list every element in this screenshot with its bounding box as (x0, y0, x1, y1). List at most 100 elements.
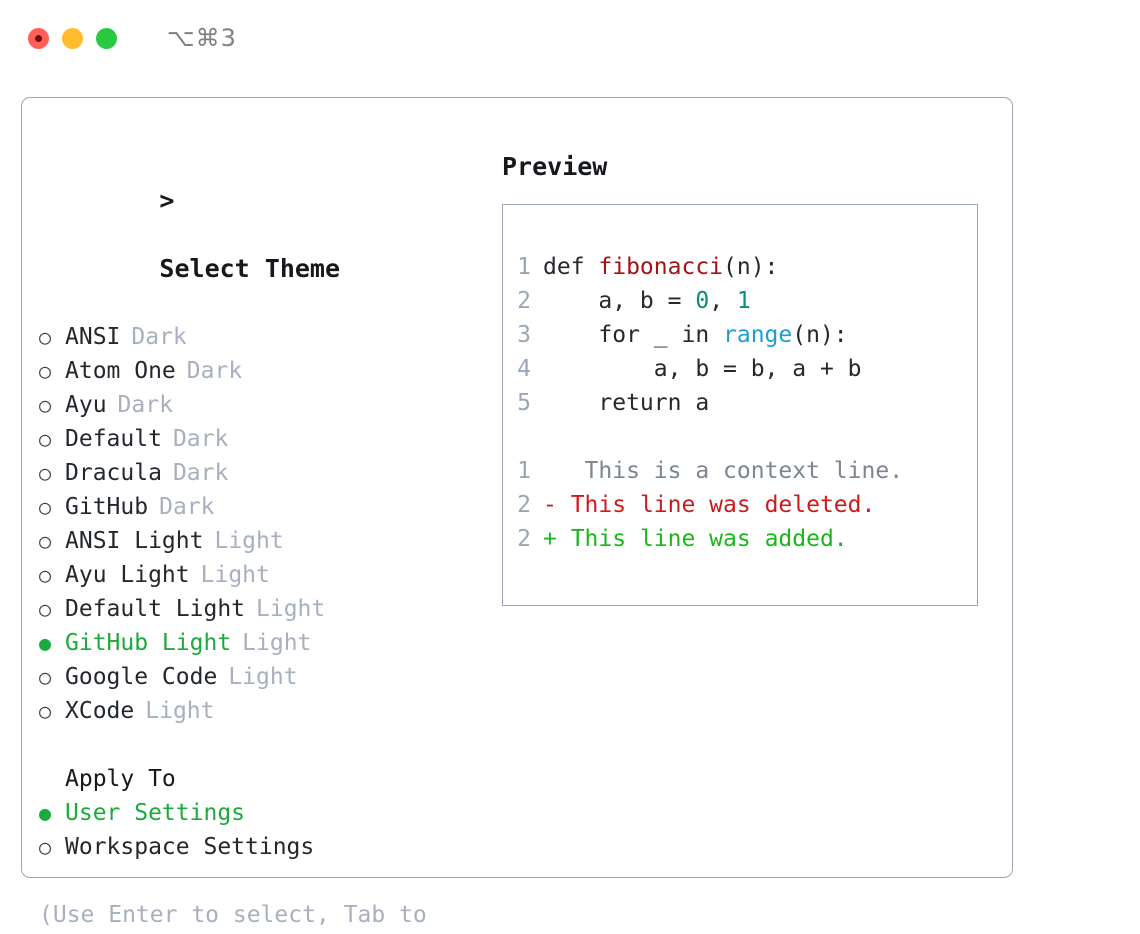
theme-category-badge: Dark (131, 324, 187, 350)
apply-to-option-0[interactable]: ● User Settings (39, 796, 479, 830)
code-line-number: 3 (517, 322, 531, 348)
diff-line-number: 2 (517, 492, 531, 518)
apply-to-option-label: Workspace Settings (65, 834, 315, 860)
theme-option-label: GitHub (65, 494, 149, 520)
code-line: 3 for _ in range(n): (503, 318, 977, 352)
keyboard-shortcut-label: ⌥⌘3 (167, 24, 237, 52)
code-token: def (543, 254, 599, 280)
theme-category-badge: Light (242, 630, 312, 656)
radio-unselected-icon: ○ (39, 529, 52, 553)
preview-heading: Preview (502, 152, 608, 181)
theme-option-6[interactable]: ○ ANSI Light Light (39, 524, 479, 558)
code-line-number: 5 (517, 390, 531, 416)
code-line: 5 return a (503, 386, 977, 420)
diff-sign (543, 454, 557, 488)
diff-line-text: This line was deleted. (556, 492, 876, 518)
theme-category-badge: Light (200, 562, 270, 588)
theme-option-label: Default Light (65, 596, 246, 622)
theme-option-label: ANSI (65, 324, 121, 350)
close-button[interactable] (28, 27, 49, 49)
theme-option-9[interactable]: ● GitHub Light Light (39, 626, 479, 660)
diff-line-text: This line was added. (556, 526, 848, 552)
diff-line-number: 2 (517, 526, 531, 552)
theme-option-label: ANSI Light (65, 528, 204, 554)
title-bar: ⌥⌘3 (0, 0, 1140, 76)
code-token: fibonacci (598, 254, 724, 280)
code-token: a, b = b, a + b (543, 356, 862, 382)
theme-option-11[interactable]: ○ XCode Light (39, 694, 479, 728)
theme-option-label: Ayu Light (65, 562, 190, 588)
radio-unselected-icon: ○ (39, 461, 52, 485)
maximize-button[interactable] (96, 27, 117, 49)
diff-sample-block: 1 This is a context line. 2- This line wa… (503, 454, 977, 556)
diff-sign: - (543, 492, 557, 518)
apply-to-option-list: ● User Settings ○ Workspace Settings (39, 796, 479, 864)
theme-category-badge: Dark (117, 392, 173, 418)
theme-category-badge: Dark (159, 494, 215, 520)
code-line-text: for _ in range(n): (543, 318, 848, 352)
code-line-text: a, b = 0, 1 (543, 284, 751, 318)
code-line-number: 4 (517, 356, 531, 382)
apply-to-option-label: User Settings (65, 800, 246, 826)
code-token: return a (543, 390, 710, 416)
code-line-text: def fibonacci(n): (543, 250, 778, 284)
theme-option-2[interactable]: ○ Ayu Dark (39, 388, 479, 422)
code-line: 2 a, b = 0, 1 (503, 284, 977, 318)
list-spacer (39, 728, 479, 762)
theme-option-0[interactable]: ○ ANSI Dark (39, 320, 479, 354)
code-line: 1 def fibonacci(n): (503, 250, 977, 284)
minimize-button[interactable] (62, 27, 83, 49)
theme-option-7[interactable]: ○ Ayu Light Light (39, 558, 479, 592)
theme-option-label: Ayu (65, 392, 107, 418)
radio-unselected-icon: ○ (39, 699, 52, 723)
code-token: a, b = (543, 288, 696, 314)
focus-indicator-icon: > (159, 186, 175, 215)
apply-to-option-1[interactable]: ○ Workspace Settings (39, 830, 479, 864)
theme-category-badge: Light (145, 698, 215, 724)
radio-unselected-icon: ○ (39, 393, 52, 417)
theme-category-badge: Light (256, 596, 326, 622)
theme-option-label: XCode (65, 698, 135, 724)
radio-unselected-icon: ○ (39, 597, 52, 621)
code-line-number: 2 (517, 288, 531, 314)
radio-unselected-icon: ○ (39, 495, 52, 519)
code-line-text: return a (543, 386, 709, 420)
code-token: (n): (792, 322, 848, 348)
radio-unselected-icon: ○ (39, 665, 52, 689)
theme-option-5[interactable]: ○ GitHub Dark (39, 490, 479, 524)
code-token: 0 (695, 288, 710, 314)
theme-option-label: Google Code (65, 664, 218, 690)
code-diff-separator (503, 420, 977, 454)
theme-category-badge: Light (214, 528, 284, 554)
theme-option-label: GitHub Light (65, 630, 232, 656)
diff-line: 2- This line was deleted. (503, 488, 977, 522)
code-token: range (723, 322, 793, 348)
diff-line-text: This is a context line. (556, 458, 904, 484)
radio-unselected-icon: ○ (39, 563, 52, 587)
theme-category-badge: Dark (186, 358, 243, 384)
diff-line-number: 1 (517, 458, 531, 484)
code-line-number: 1 (517, 254, 531, 280)
radio-unselected-icon: ○ (39, 427, 52, 451)
radio-unselected-icon: ○ (39, 325, 52, 349)
radio-selected-icon: ● (39, 801, 52, 825)
diff-sign: + (543, 526, 557, 552)
theme-option-8[interactable]: ○ Default Light Light (39, 592, 479, 626)
code-line: 4 a, b = b, a + b (503, 352, 977, 386)
code-token: 1 (736, 288, 751, 314)
radio-unselected-icon: ○ (39, 835, 52, 859)
keyboard-hint-text: (Use Enter to select, Tab to change focu… (39, 902, 427, 928)
traffic-light-group (28, 27, 117, 49)
apply-to-heading: Apply To (65, 766, 176, 792)
radio-selected-icon: ● (39, 631, 52, 655)
